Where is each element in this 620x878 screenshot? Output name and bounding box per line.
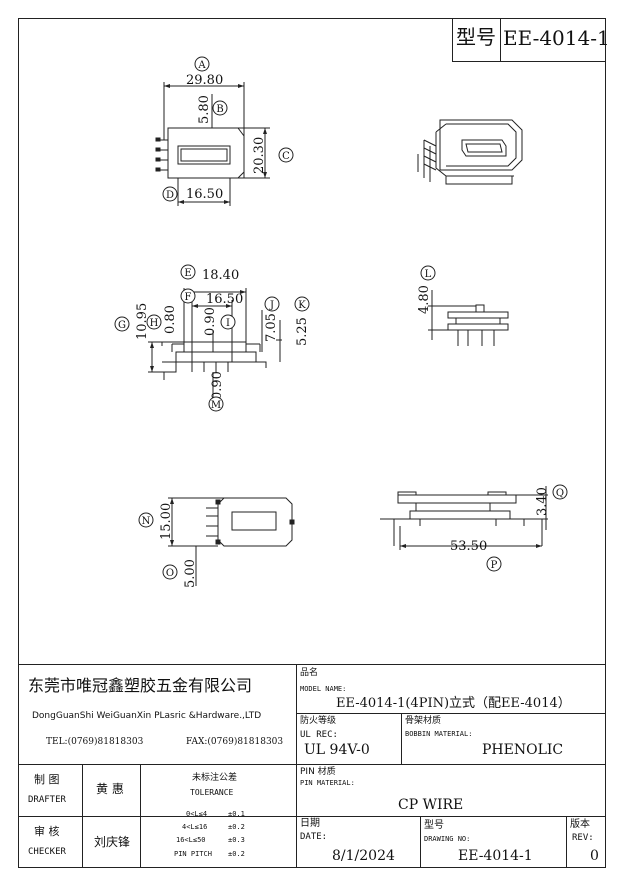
- tolerance-value-3: ±0.2: [228, 850, 245, 858]
- rev-value: 0: [590, 848, 599, 864]
- balloon-g: G: [118, 320, 126, 331]
- balloon-o: O: [166, 568, 174, 579]
- dim-bottom-0: 15.00: [159, 503, 174, 540]
- dim-front-5: 7.05: [264, 313, 279, 342]
- drawing-no-label-cn: 型号: [424, 820, 444, 831]
- dim-front-3: 0.80: [163, 305, 178, 334]
- balloon-q: Q: [556, 488, 564, 499]
- balloon-c: C: [282, 151, 290, 162]
- model-name-label-cn: 品名: [300, 668, 319, 678]
- bottom-view: [168, 497, 295, 586]
- bobbin-label-cn: 骨架材质: [405, 716, 442, 726]
- dim-top-1: 5.80: [197, 95, 212, 124]
- balloon-k: K: [298, 300, 306, 311]
- title-block: [18, 664, 606, 868]
- ul-label-en: UL REC:: [300, 730, 338, 740]
- balloon-l: L: [425, 269, 432, 280]
- ul-label-cn: 防火等级: [300, 716, 337, 726]
- dim-top-3: 16.50: [186, 187, 223, 202]
- dim-front-4: 0.90: [203, 307, 218, 336]
- tolerance-value-2: ±0.3: [228, 836, 245, 844]
- bobbin-label-en: BOBBIN MATERIAL:: [405, 730, 473, 738]
- balloon-f: F: [185, 292, 192, 303]
- company-fax: FAX:(0769)81818303: [186, 737, 284, 747]
- dim-front-6: 5.25: [295, 317, 310, 346]
- ul-value: UL 94V-0: [304, 742, 370, 758]
- tolerance-value-1: ±0.2: [228, 823, 245, 831]
- iso-view: [417, 119, 523, 185]
- checker-label-en: CHECKER: [28, 847, 66, 857]
- checker-label-cn: 审 核: [34, 825, 60, 838]
- pin-label-cn: PIN 材质: [300, 767, 336, 777]
- tolerance-range-0: 0<L≤4: [186, 810, 208, 818]
- balloon-d: D: [166, 190, 174, 201]
- balloon-m: M: [211, 400, 221, 411]
- checker-name: 刘庆锋: [94, 835, 131, 849]
- tolerance-label-en: TOLERANCE: [190, 788, 234, 797]
- dim-front-7: 0.90: [210, 371, 225, 400]
- dim-top-0: 29.80: [186, 73, 223, 88]
- model-name-value: EE-4014-1(4PIN)立式（配EE-4014）: [336, 696, 571, 711]
- model-box-value: EE-4014-1: [503, 26, 610, 50]
- top-view: [155, 82, 270, 206]
- model-box-label: 型号: [456, 25, 496, 49]
- drafter-label-cn: 制 图: [34, 773, 60, 786]
- side-view: [428, 290, 509, 346]
- company-name-cn: 东莞市唯冠鑫塑胶五金有限公司: [28, 676, 253, 695]
- balloon-e: E: [184, 268, 191, 279]
- pin-value: CP WIRE: [398, 797, 464, 813]
- date-label-en: DATE:: [300, 832, 328, 842]
- drawing-no-value: EE-4014-1: [458, 848, 533, 864]
- dim-side-0: 4.80: [417, 285, 432, 314]
- balloon-b: B: [216, 104, 223, 115]
- dim-front-1: 16.50: [206, 292, 243, 307]
- date-value: 8/1/2024: [332, 848, 395, 864]
- tolerance-range-2: 16<L≤50: [176, 836, 206, 844]
- bobbin-value: PHENOLIC: [482, 742, 564, 758]
- balloon-p: P: [491, 560, 498, 571]
- dim-bottom-1: 5.00: [183, 559, 198, 588]
- balloon-j: J: [269, 300, 274, 311]
- dim-top-2: 20.30: [252, 137, 267, 174]
- tolerance-label-cn: 未标注公差: [192, 773, 238, 783]
- drawing-no-label-en: DRAWING NO:: [424, 835, 471, 843]
- dim-front-0: 18.40: [202, 268, 239, 283]
- balloon-a: A: [197, 60, 206, 71]
- rev-label-cn: 版本: [570, 819, 590, 830]
- dim-side-bottom-1: 53.50: [450, 539, 487, 554]
- dim-side-bottom-0: 3.40: [535, 487, 550, 516]
- company-name-en: DongGuanShi WeiGuanXin PLasric &Hardware…: [32, 711, 262, 721]
- balloon-h: H: [150, 318, 159, 329]
- balloon-i: I: [226, 318, 230, 329]
- dim-front-2: 10.95: [135, 303, 150, 340]
- pin-label-en: PIN MATERIAL:: [300, 779, 355, 787]
- tolerance-value-0: ±0.1: [228, 810, 245, 818]
- tolerance-range-1: 4<L≤16: [182, 823, 208, 831]
- rev-label-en: REV:: [572, 833, 594, 843]
- drafter-name: 黄 惠: [96, 782, 124, 796]
- model-name-label-en: MODEL NAME:: [300, 685, 347, 693]
- model-box: [452, 18, 606, 62]
- tolerance-range-3: PIN PITCH: [174, 850, 212, 858]
- company-tel: TEL:(0769)81818303: [46, 737, 144, 747]
- date-label-cn: 日期: [300, 818, 320, 829]
- balloon-n: N: [142, 516, 151, 527]
- drafter-label-en: DRAFTER: [28, 795, 66, 805]
